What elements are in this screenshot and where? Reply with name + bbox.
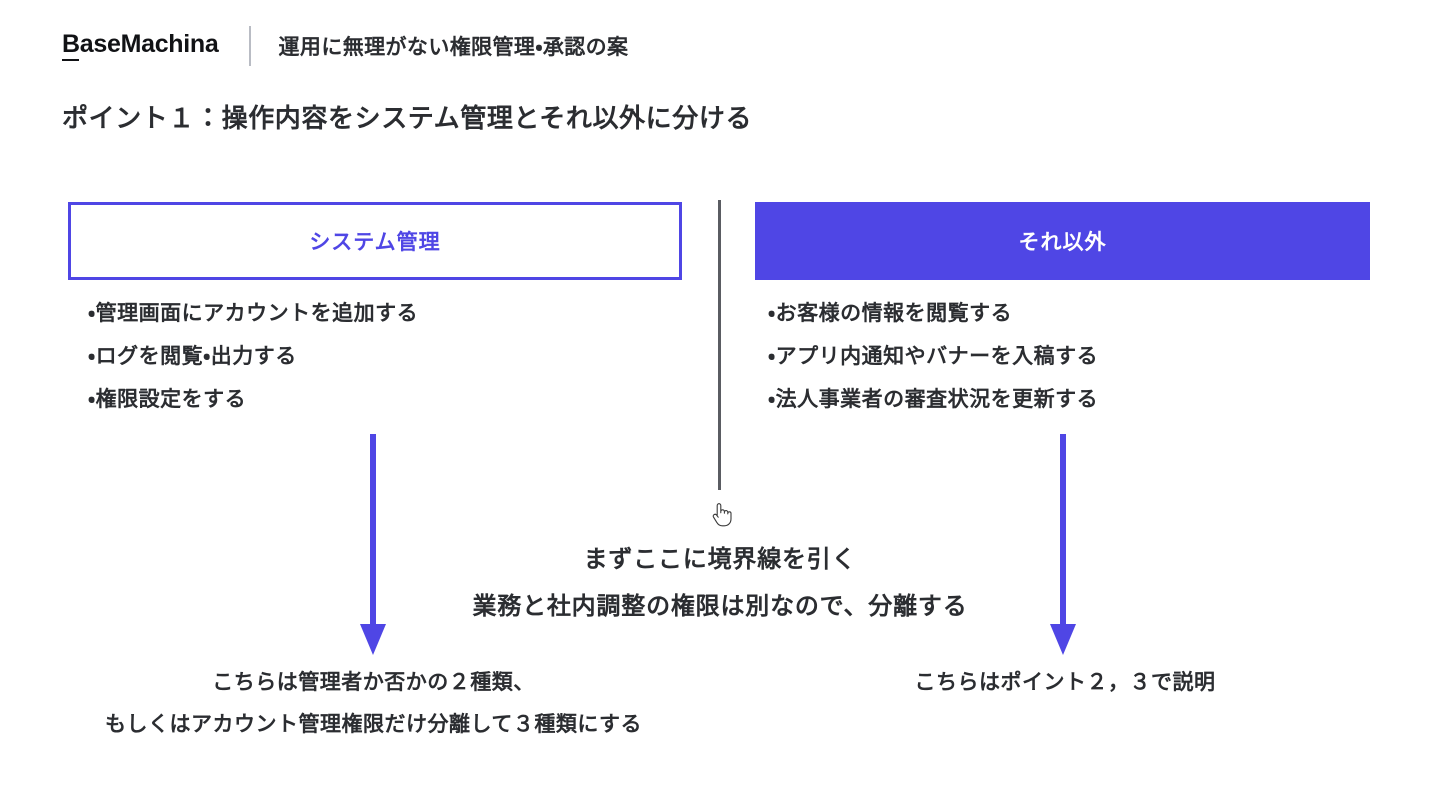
pointing-hand-cursor-icon [708, 501, 732, 529]
caption-line: もしくはアカウント管理権限だけ分離して３種類にする [104, 713, 643, 736]
brand-divider [248, 26, 251, 66]
category-box-system-admin: システム管理 [68, 202, 682, 280]
boundary-note-line-1: まずここに境界線を引く [583, 546, 857, 573]
basemachina-logo: BaseMachina [62, 29, 219, 61]
deck-title: 運用に無理がない権限管理・承認の案 [278, 36, 629, 59]
logo-underlined-initial: B [62, 29, 80, 61]
arrow-head [1050, 624, 1076, 655]
list-item: ・管理画面にアカウントを追加する [88, 302, 419, 325]
logo-remainder: aseMachina [79, 29, 219, 58]
arrow-head [360, 624, 386, 655]
category-box-other: それ以外 [755, 202, 1370, 280]
boundary-note-line-2: 業務と社内調整の権限は別なので、分離する [472, 593, 968, 620]
brand-header: BaseMachina 運用に無理がない権限管理・承認の案 [62, 26, 628, 66]
boundary-divider-line [718, 200, 721, 490]
list-item: ・アプリ内通知やバナーを入稿する [768, 345, 1099, 368]
caption-line: こちらは管理者か否かの２種類、 [212, 671, 535, 694]
list-item: ・ログを閲覧・出力する [88, 345, 297, 368]
list-item: ・権限設定をする [88, 388, 247, 411]
page-title: ポイント１：操作内容をシステム管理とそれ以外に分ける [62, 103, 753, 133]
bullet-list-other: ・お客様の情報を閲覧する ・アプリ内通知やバナーを入稿する ・法人事業者の審査状… [768, 303, 1098, 432]
boundary-note: まずここに境界線を引く 業務と社内調整の権限は別なので、分離する [0, 548, 1440, 642]
arrow-shaft [1060, 434, 1066, 625]
caption-other: こちらはポイント２，３で説明 [760, 672, 1370, 714]
caption-system-admin: こちらは管理者か否かの２種類、 もしくはアカウント管理権限だけ分離して３種類にす… [57, 672, 690, 756]
list-item: ・法人事業者の審査状況を更新する [768, 388, 1099, 411]
caption-line: こちらはポイント２，３で説明 [914, 671, 1216, 694]
list-item: ・お客様の情報を閲覧する [768, 302, 1013, 325]
arrow-shaft [370, 434, 376, 625]
bullet-list-system-admin: ・管理画面にアカウントを追加する ・ログを閲覧・出力する ・権限設定をする [88, 303, 418, 432]
